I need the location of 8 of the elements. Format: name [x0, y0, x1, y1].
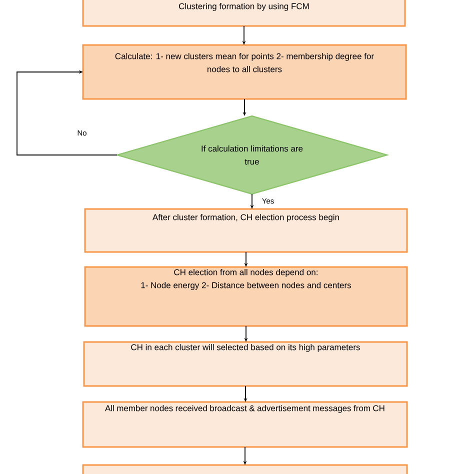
process-box: CH election from all nodes depend on: 1- Node energy 2- Distance between nodes and centers [84, 266, 408, 327]
process-box: Calculate: 1- new clusters mean for points 2- membership degree for nodes to all clusters [82, 44, 407, 100]
process-box: Clustering formation by using FCM [82, 0, 406, 27]
process-box: After cluster formation, CH election process begin [84, 208, 408, 253]
process-box: CH in each cluster will selected based on its high parameters [83, 341, 408, 387]
process-box: All member nodes received broadcast & advertisement messages from CH [82, 401, 408, 448]
process-box [82, 464, 408, 474]
arrow [16, 70, 118, 156]
